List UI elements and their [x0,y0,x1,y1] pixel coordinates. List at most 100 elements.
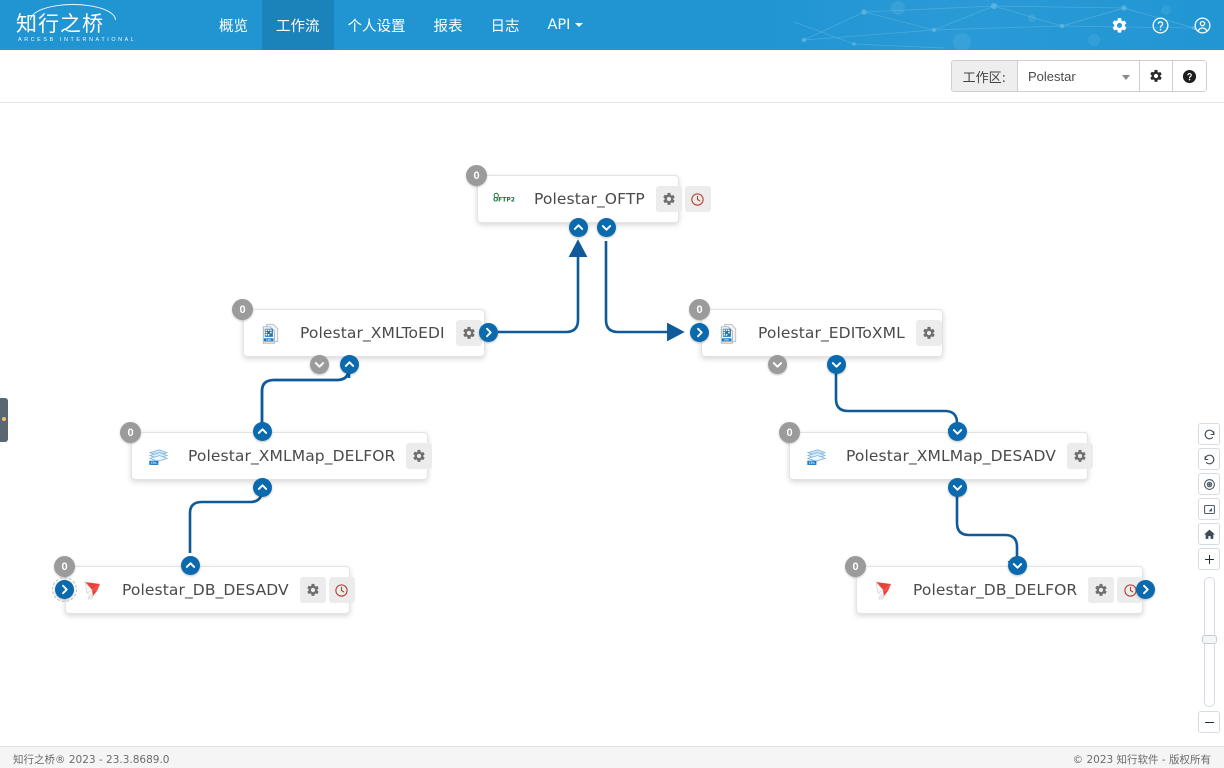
nav-logs[interactable]: 日志 [477,0,534,50]
svg-text:XML: XML [265,337,271,341]
nav-label: 概览 [219,18,248,35]
undo-button[interactable] [1198,448,1220,470]
node-schedule-clock-icon[interactable] [684,186,711,212]
node-polestar-xmlmap-delfor[interactable]: XML Polestar_XMLMap_DELFOR [131,432,433,480]
edi-to-xml-document-icon: EDI [716,321,740,345]
zoom-slider-thumb[interactable] [1201,635,1217,644]
gear-icon [1150,69,1162,82]
node-settings-gear-icon[interactable] [455,320,482,346]
app-footer: 知行之桥® 2023 - 23.3.8689.0 © 2023 知行软件 - 版… [0,746,1224,768]
database-icon [80,578,104,602]
node-title: Polestar_XMLToEDI [300,324,445,342]
fit-to-screen-button[interactable] [1198,498,1220,520]
header-actions [1111,0,1212,50]
node-settings-gear-icon[interactable] [1088,577,1115,603]
workspace-selected-value: Polestar [1028,68,1076,84]
node-title: Polestar_XMLMap_DESADV [846,447,1056,465]
connector-up-out[interactable] [181,556,200,575]
connector-down-in[interactable] [1008,556,1027,575]
zoom-in-button[interactable] [1198,548,1220,570]
connector-up-out[interactable] [253,422,272,441]
node-settings-gear-icon[interactable] [655,186,682,212]
node-badge: 0 [232,299,253,320]
user-account-icon[interactable] [1193,16,1212,35]
node-title: Polestar_DB_DESADV [122,581,289,599]
nav-reports[interactable]: 报表 [420,0,477,50]
node-polestar-oftp[interactable]: OFTP2 Polestar_OFTP [477,175,711,223]
connector-up-out[interactable] [340,355,359,374]
zoom-slider[interactable] [1201,577,1217,707]
home-button[interactable] [1198,523,1220,545]
node-badge: 0 [120,422,141,443]
node-badge: 0 [779,422,800,443]
xml-map-icon: XML [804,444,828,468]
node-title: Polestar_OFTP [534,190,645,208]
workspace-label: 工作区: [951,61,1018,91]
node-settings-gear-icon[interactable] [406,443,433,469]
main-navigation: 概览 工作流 个人设置 报表 日志 API [205,0,597,50]
connector-left-in[interactable] [690,323,709,342]
nav-api[interactable]: API [534,0,598,50]
logo-english-text: ARCESB INTERNATIONAL [18,37,137,43]
connector-down-in[interactable] [310,355,329,374]
workspace-select[interactable]: Polestar [1018,61,1140,91]
workspace-selector-group: 工作区: Polestar [950,60,1207,92]
help-circle-icon [1182,69,1197,83]
settings-gear-icon[interactable] [1111,17,1128,34]
nav-workflow[interactable]: 工作流 [262,0,334,50]
nav-label: 工作流 [276,18,320,35]
connector-down-in[interactable] [768,355,787,374]
connector-down-out[interactable] [827,355,846,374]
header-decoration-graphic [794,1,1196,50]
node-settings-gear-icon[interactable] [915,320,942,346]
database-icon [871,578,895,602]
node-badge: 0 [466,165,487,186]
app-header: 知行之桥 ARCESB INTERNATIONAL 概览 工作流 个人设置 报表… [0,0,1224,50]
node-title: Polestar_XMLMap_DELFOR [188,447,396,465]
node-polestar-xmlmap-desadv[interactable]: XML Polestar_XMLMap_DESADV [789,432,1093,480]
node-title: Polestar_EDIToXML [758,324,905,342]
svg-text:EDI: EDI [724,337,729,341]
node-title: Polestar_DB_DELFOR [913,581,1078,599]
node-polestar-editoxml[interactable]: EDI Polestar_EDIToXML [701,309,943,357]
node-badge: 0 [689,299,710,320]
connector-up-in[interactable] [569,218,588,237]
help-circle-icon[interactable] [1151,16,1170,35]
connector-up-in[interactable] [253,478,272,497]
node-settings-gear-icon[interactable] [299,577,326,603]
workspace-bar: 工作区: Polestar [0,50,1224,103]
canvas-toolbar [1197,423,1221,736]
node-polestar-xmltoedi[interactable]: XML Polestar_XMLToEDI [243,309,485,357]
node-settings-gear-icon[interactable] [1066,443,1093,469]
node-badge: 0 [845,556,866,577]
connector-down-out[interactable] [597,218,616,237]
workflow-canvas[interactable]: 0 OFTP2 Polestar_OFTP 0 [0,103,1224,748]
node-polestar-db-desadv[interactable]: Polestar_DB_DESADV [65,566,355,614]
connector-right-out[interactable] [479,323,498,342]
footer-copyright-text: © 2023 知行软件 - 版权所有 [1072,754,1211,766]
logo-chinese-text: 知行之桥 [16,12,104,36]
zoom-out-button[interactable] [1198,711,1220,733]
nav-label: API [547,17,571,33]
connector-down-in[interactable] [948,422,967,441]
connector-left-out[interactable] [52,577,77,602]
node-schedule-clock-icon[interactable] [328,577,355,603]
app-logo[interactable]: 知行之桥 ARCESB INTERNATIONAL [16,3,134,47]
overview-eye-button[interactable] [1198,473,1220,495]
workspace-help-button[interactable] [1173,61,1206,91]
footer-version-text: 知行之桥® 2023 - 23.3.8689.0 [13,754,170,766]
chevron-down-icon [575,23,584,27]
nav-overview[interactable]: 概览 [205,0,262,50]
redo-button[interactable] [1198,423,1220,445]
node-badge: 0 [54,556,75,577]
nav-profile-settings[interactable]: 个人设置 [334,0,420,50]
connector-right-out[interactable] [1136,580,1155,599]
nav-label: 个人设置 [347,18,406,35]
chevron-down-icon [1122,75,1130,80]
xml-map-icon: XML [146,444,170,468]
svg-text:XML: XML [808,461,815,465]
left-drawer-handle[interactable] [0,398,8,442]
connector-down-out[interactable] [948,478,967,497]
node-polestar-db-delfor[interactable]: Polestar_DB_DELFOR [856,566,1144,614]
workspace-settings-button[interactable] [1140,61,1173,91]
